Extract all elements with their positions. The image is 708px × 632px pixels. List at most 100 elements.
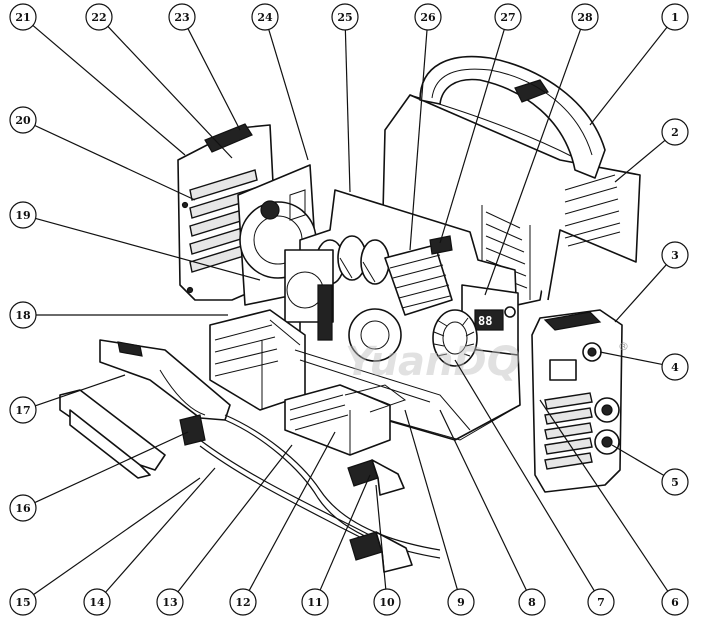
callout-label-6: 6 xyxy=(671,596,679,609)
callout-22: 22 xyxy=(85,3,113,31)
leader-line-20 xyxy=(34,124,196,201)
callout-26: 26 xyxy=(414,3,442,31)
callout-3: 3 xyxy=(661,241,689,269)
leader-line-16 xyxy=(34,431,189,504)
callout-20: 20 xyxy=(9,106,37,134)
leader-line-17 xyxy=(35,374,126,407)
callout-label-22: 22 xyxy=(91,11,106,24)
leader-line-13 xyxy=(177,444,293,593)
dinse-plug-upper xyxy=(347,459,405,496)
callout-circle-17 xyxy=(9,396,37,424)
leader-line-1 xyxy=(589,26,668,126)
callout-circle-2 xyxy=(661,118,689,146)
carry-handle xyxy=(419,55,606,179)
callout-circle-20 xyxy=(9,106,37,134)
callout-19: 19 xyxy=(9,201,37,229)
leader-line-26 xyxy=(409,29,428,251)
ring-heatsink xyxy=(432,309,478,367)
leader-line-5 xyxy=(611,444,665,476)
callout-circle-15 xyxy=(9,588,37,616)
callout-label-16: 16 xyxy=(15,502,31,515)
callout-4: 4 xyxy=(661,353,689,381)
leader-line-19 xyxy=(35,217,261,281)
dinse-plug-lower xyxy=(349,531,413,573)
heatsink-left xyxy=(209,309,306,411)
callout-13: 13 xyxy=(156,588,184,616)
callout-18: 18 xyxy=(9,301,37,329)
earth-clamp xyxy=(59,389,206,479)
callout-label-1: 1 xyxy=(671,11,679,24)
callout-circle-14 xyxy=(83,588,111,616)
leader-line-21 xyxy=(32,24,186,156)
callout-27: 27 xyxy=(494,3,522,31)
callout-15: 15 xyxy=(9,588,37,616)
callout-7: 7 xyxy=(587,588,615,616)
front-panel-vents xyxy=(544,392,593,470)
callout-9: 9 xyxy=(447,588,475,616)
callout-28: 28 xyxy=(571,3,599,31)
leader-line-23 xyxy=(187,28,241,131)
leader-line-6 xyxy=(539,399,669,592)
callout-label-8: 8 xyxy=(528,596,536,609)
callout-label-15: 15 xyxy=(15,596,30,609)
callout-circle-27 xyxy=(494,3,522,31)
callout-1: 1 xyxy=(661,3,689,31)
leader-line-12 xyxy=(248,431,336,591)
watermark-text: YuanDQ xyxy=(345,339,521,385)
callout-25: 25 xyxy=(331,3,359,31)
callout-label-10: 10 xyxy=(379,596,395,609)
leader-lines xyxy=(32,24,669,596)
electrode-holder xyxy=(99,339,231,421)
callout-label-20: 20 xyxy=(15,114,31,127)
callout-label-27: 27 xyxy=(500,11,515,24)
callout-label-25: 25 xyxy=(337,11,352,24)
callout-label-17: 17 xyxy=(15,404,30,417)
heatsink-right xyxy=(284,384,407,456)
callout-circle-24 xyxy=(251,3,279,31)
leader-line-25 xyxy=(344,29,351,193)
callout-label-4: 4 xyxy=(671,361,679,374)
leader-line-3 xyxy=(614,264,667,323)
callout-circle-8 xyxy=(518,588,546,616)
leader-line-4 xyxy=(599,351,663,366)
leader-line-28 xyxy=(484,29,582,296)
leader-line-10 xyxy=(375,484,387,590)
callout-circle-10 xyxy=(373,588,401,616)
callout-8: 8 xyxy=(518,588,546,616)
callout-label-24: 24 xyxy=(257,11,273,24)
leader-line-15 xyxy=(33,477,201,596)
callout-circle-5 xyxy=(661,468,689,496)
leader-line-2 xyxy=(614,139,666,183)
callout-2: 2 xyxy=(661,118,689,146)
leader-line-8 xyxy=(439,409,527,591)
callout-14: 14 xyxy=(83,588,111,616)
callout-circle-7 xyxy=(587,588,615,616)
front-panel xyxy=(531,309,623,493)
callout-circle-16 xyxy=(9,494,37,522)
callout-11: 11 xyxy=(301,588,329,616)
callout-label-26: 26 xyxy=(420,11,436,24)
callout-circle-28 xyxy=(571,3,599,31)
callout-label-19: 19 xyxy=(15,209,30,222)
callout-label-2: 2 xyxy=(671,126,679,139)
callout-circle-18 xyxy=(9,301,37,329)
top-cover-vents xyxy=(564,174,621,247)
callout-circle-12 xyxy=(229,588,257,616)
callout-label-3: 3 xyxy=(671,249,679,262)
callout-label-18: 18 xyxy=(15,309,31,322)
callout-16: 16 xyxy=(9,494,37,522)
leader-line-24 xyxy=(268,29,309,161)
callout-circle-3 xyxy=(661,241,689,269)
callout-5: 5 xyxy=(661,468,689,496)
callout-label-14: 14 xyxy=(89,596,105,609)
callout-circle-19 xyxy=(9,201,37,229)
callout-6: 6 xyxy=(661,588,689,616)
heatsink-upper xyxy=(384,235,453,316)
callout-circle-9 xyxy=(447,588,475,616)
leader-line-27 xyxy=(439,29,505,244)
trademark-symbol: ® xyxy=(618,340,629,353)
transformer xyxy=(284,249,402,362)
